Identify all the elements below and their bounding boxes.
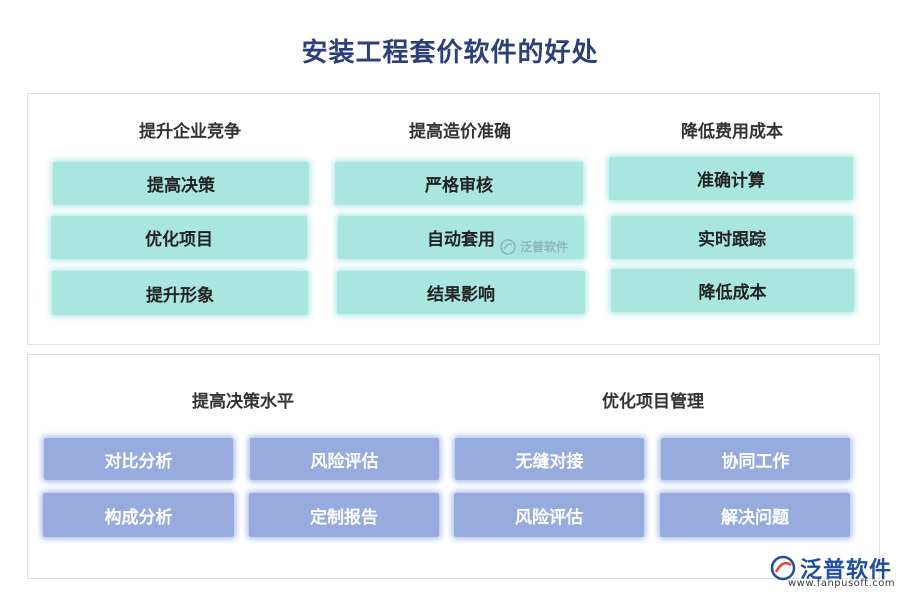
watermark-text: 泛普软件 bbox=[520, 240, 569, 254]
item-box: 实时跟踪 bbox=[611, 216, 853, 259]
item-box: 降低成本 bbox=[611, 269, 854, 312]
item-box: 对比分析 bbox=[44, 438, 233, 480]
brand-logo-icon bbox=[770, 555, 796, 581]
watermark-logo-icon bbox=[500, 238, 516, 255]
group-heading-project: 优化项目管理 bbox=[602, 392, 704, 412]
item-box: 风险评估 bbox=[454, 493, 644, 537]
item-box: 协同工作 bbox=[661, 438, 850, 480]
brand-name: 泛普软件 bbox=[800, 558, 893, 583]
brand-logo: 泛普软件 bbox=[770, 552, 892, 584]
item-box: 风险评估 bbox=[250, 438, 439, 480]
item-box: 定制报告 bbox=[249, 493, 439, 537]
group-heading-decision: 提高决策水平 bbox=[192, 392, 294, 412]
column-heading-accuracy: 提高造价准确 bbox=[409, 122, 511, 142]
item-box: 准确计算 bbox=[609, 157, 853, 200]
item-box: 提高决策 bbox=[53, 162, 309, 205]
item-box: 提升形象 bbox=[52, 271, 308, 315]
item-box: 自动套用 bbox=[338, 216, 584, 259]
item-box: 优化项目 bbox=[51, 216, 307, 259]
column-heading-competitiveness: 提升企业竞争 bbox=[139, 122, 241, 142]
watermark: 泛普软件 bbox=[500, 238, 568, 255]
item-box: 严格审核 bbox=[335, 162, 583, 205]
item-box: 结果影响 bbox=[337, 271, 585, 314]
column-heading-cost: 降低费用成本 bbox=[681, 122, 783, 142]
brand-url: www.fanpusoft.com bbox=[788, 578, 896, 589]
item-box: 解决问题 bbox=[660, 493, 850, 537]
page-title: 安装工程套价软件的好处 bbox=[301, 38, 599, 68]
item-box: 构成分析 bbox=[43, 493, 234, 537]
item-box: 无缝对接 bbox=[455, 438, 644, 480]
